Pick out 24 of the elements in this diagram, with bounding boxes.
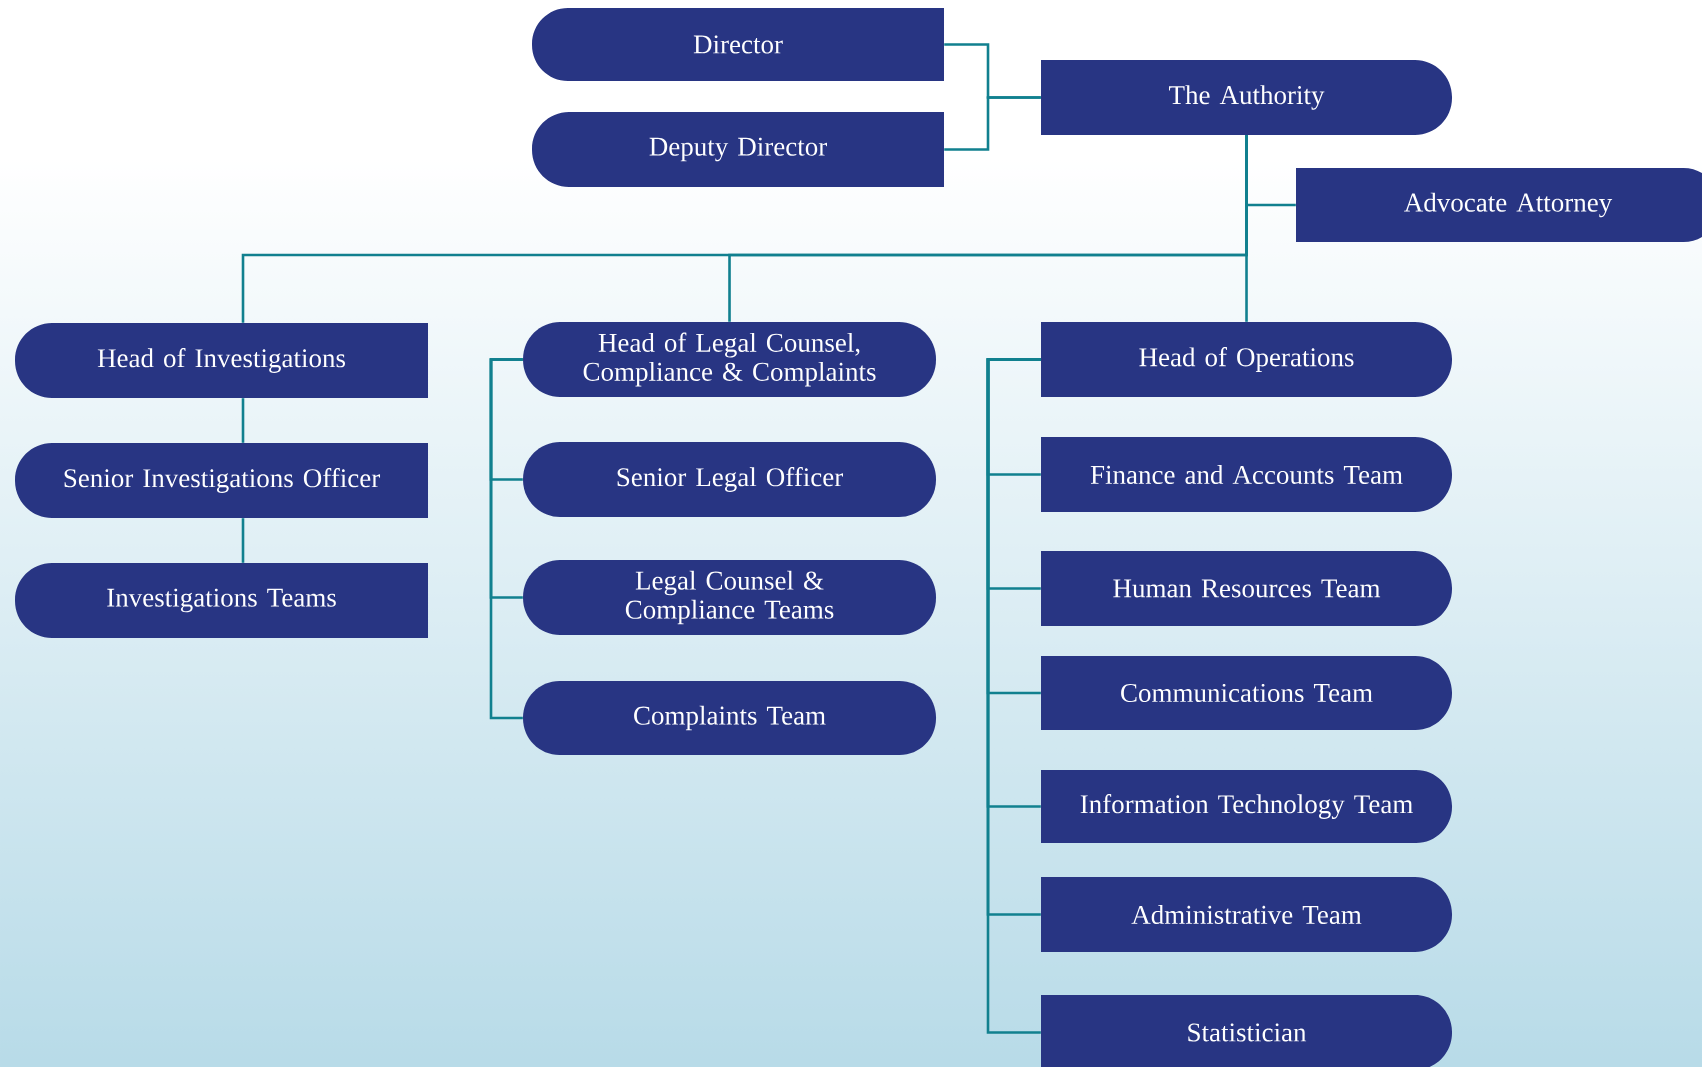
- org-box: Advocate Attorney: [1296, 168, 1702, 242]
- org-box: Investigations Teams: [15, 563, 428, 638]
- org-box: Head of Operations: [1041, 322, 1452, 397]
- connector-line: [944, 96, 1041, 151]
- org-box: Senior Legal Officer: [523, 442, 936, 517]
- org-box: Head of Investigations: [15, 323, 428, 398]
- org-box: Human Resources Team: [1041, 551, 1452, 626]
- org-box: Information Technology Team: [1041, 770, 1452, 843]
- org-box: Deputy Director: [532, 112, 944, 187]
- org-box: Senior Investigations Officer: [15, 443, 428, 518]
- org-box: Director: [532, 8, 944, 81]
- org-box: Complaints Team: [523, 681, 936, 755]
- connector-line: [489, 358, 523, 720]
- org-box: Legal Counsel & Compliance Teams: [523, 560, 936, 635]
- org-box: The Authority: [1041, 60, 1452, 135]
- connector-line: [241, 398, 245, 443]
- org-box: Finance and Accounts Team: [1041, 437, 1452, 512]
- org-box: Statistician: [1041, 995, 1452, 1067]
- connector-line: [241, 518, 245, 563]
- org-box: Head of Legal Counsel, Compliance & Complaints: [523, 322, 936, 397]
- org-box: Communications Team: [1041, 656, 1452, 730]
- connector-line: [1245, 135, 1248, 322]
- org-box: Administrative Team: [1041, 877, 1452, 952]
- connector-line: [986, 358, 1041, 1034]
